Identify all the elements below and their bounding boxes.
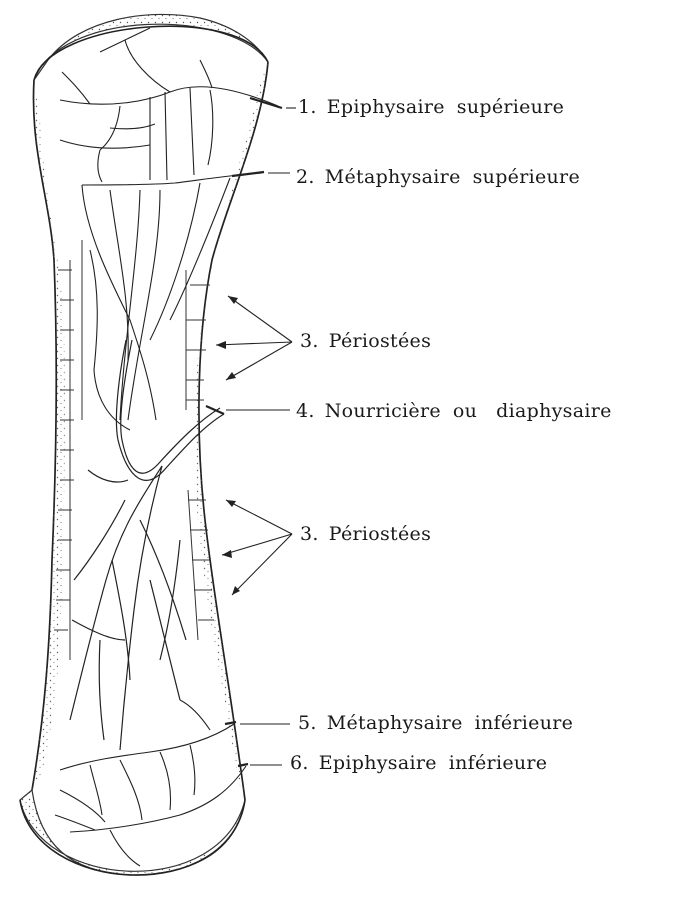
lower-vessels bbox=[55, 700, 246, 866]
label-text: Métaphysaire bbox=[327, 712, 463, 734]
label-text: Périostées bbox=[329, 330, 431, 352]
upper-articular-cap bbox=[34, 14, 268, 80]
lower-cap-outline bbox=[20, 800, 245, 875]
label-text-qualifier: inférieure bbox=[449, 752, 548, 774]
label-number: 3. bbox=[300, 523, 319, 545]
label-text-qualifier: ou diaphysaire bbox=[453, 400, 612, 422]
left-cortex bbox=[32, 80, 65, 790]
label-periosteal-lower: 3. Périostées bbox=[300, 525, 431, 544]
vessel-inlets bbox=[206, 98, 282, 766]
label-nutrient-diaphyseal: 4. Nourricière ou diaphysaire bbox=[296, 402, 612, 421]
label-text: Nourricière bbox=[325, 400, 441, 422]
label-text-qualifier: supérieure bbox=[473, 166, 580, 188]
label-epiphyseal-inferior: 6. Epiphysaire inférieure bbox=[290, 754, 547, 773]
label-text-qualifier: inférieure bbox=[475, 712, 574, 734]
label-number: 5. bbox=[298, 712, 317, 734]
label-text: Epiphysaire bbox=[327, 96, 445, 118]
label-metaphyseal-superior: 2. Métaphysaire supérieure bbox=[296, 168, 580, 187]
label-text-qualifier: supérieure bbox=[457, 96, 564, 118]
label-number: 3. bbox=[300, 330, 319, 352]
label-periosteal-upper: 3. Périostées bbox=[300, 332, 431, 351]
label-number: 4. bbox=[296, 400, 315, 422]
label-metaphyseal-inferior: 5. Métaphysaire inférieure bbox=[298, 714, 573, 733]
lower-articular-cap bbox=[20, 790, 245, 875]
label-text: Métaphysaire bbox=[325, 166, 461, 188]
label-text: Epiphysaire bbox=[319, 752, 437, 774]
label-number: 2. bbox=[296, 166, 315, 188]
label-number: 1. bbox=[298, 96, 317, 118]
label-epiphyseal-superior: 1. Epiphysaire supérieure bbox=[298, 98, 564, 117]
label-text: Périostées bbox=[329, 523, 431, 545]
label-number: 6. bbox=[290, 752, 309, 774]
